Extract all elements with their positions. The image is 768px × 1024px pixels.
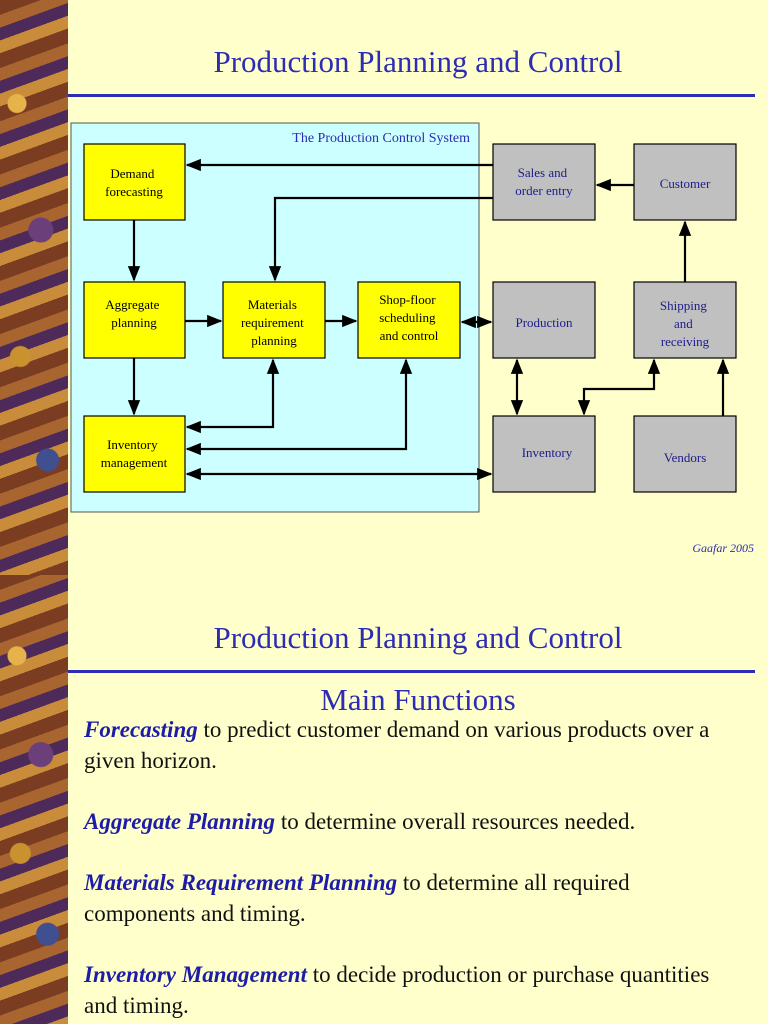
svg-text:Shop-floor scheduling: Shop-floor scheduling and control	[379, 292, 439, 343]
svg-text:Inventory management: Inventory management	[101, 437, 168, 470]
function-description: to determine all required components and…	[84, 870, 630, 926]
box-aggregate-line2: planning	[111, 315, 157, 330]
function-item-aggregate-planning: Aggregate Planning to determine overall …	[84, 806, 744, 837]
box-sales-line2: order entry	[515, 183, 573, 198]
box-production-label: Production	[515, 315, 573, 330]
box-mrp-line1: Materials	[248, 297, 297, 312]
box-materials-requirement-planning: Materials requirement planning	[222, 281, 326, 359]
function-description: to predict customer demand on various pr…	[84, 717, 710, 773]
box-shopfloor-line1: Shop-floor	[379, 292, 436, 307]
slide-main-functions: Production Planning and Control Main Fun…	[0, 575, 768, 1024]
function-description: to determine overall resources needed.	[275, 809, 636, 834]
svg-text:Demand forecasting: Demand forecasting	[105, 166, 163, 199]
box-demand-line1: Demand	[110, 166, 155, 181]
box-mrp-line2: requirement	[241, 315, 304, 330]
box-invmgmt-line1: Inventory	[107, 437, 158, 452]
function-item-forecasting: Forecasting to predict customer demand o…	[84, 714, 744, 776]
arrow-sales-to-mrp	[268, 196, 493, 282]
title-divider	[68, 670, 755, 673]
box-shipping-line3: receiving	[661, 334, 710, 349]
box-sales-line1: Sales and	[518, 165, 568, 180]
box-shipping-line2: and	[674, 316, 693, 331]
function-term: Forecasting	[84, 717, 198, 742]
slide-diagram: Production Planning and Control The Prod…	[0, 0, 755, 575]
svg-text:Sales and order entry: Sales and order entry	[515, 165, 573, 198]
box-customer-label: Customer	[660, 176, 711, 191]
function-item-mrp: Materials Requirement Planning to determ…	[84, 867, 744, 929]
box-invmgmt-line2: management	[101, 455, 168, 470]
box-customer: Customer	[633, 143, 737, 221]
box-demand-line2: forecasting	[105, 184, 163, 199]
slide-subtitle: Main Functions	[320, 682, 516, 717]
box-mrp-line3: planning	[251, 333, 297, 348]
box-shipping-receiving: Shipping and receiving	[633, 281, 737, 359]
box-vendors-label: Vendors	[664, 450, 707, 465]
box-shipping-line1: Shipping	[660, 298, 707, 313]
credit-text: Gaafar 2005	[692, 541, 754, 555]
decorative-gear-strip	[0, 0, 68, 575]
box-sales-order-entry: Sales and order entry	[492, 143, 596, 221]
box-inventory-management: Inventory management	[83, 415, 186, 493]
svg-text:Materials requirement: Materials requirement planning	[241, 297, 307, 348]
box-shopfloor-line3: and control	[380, 328, 439, 343]
svg-text:Shipping and r: Shipping and receiving	[660, 298, 710, 349]
box-aggregate-planning: Aggregate planning	[83, 281, 186, 359]
function-description: to decide production or purchase quantit…	[84, 962, 710, 1018]
arrow-invmgmt-shopfloor	[185, 358, 413, 456]
slide-title: Production Planning and Control	[213, 620, 623, 655]
decorative-gear-strip	[0, 575, 68, 1024]
box-inventory-label: Inventory	[522, 445, 573, 460]
svg-text:Aggregate planning: Aggregate planning	[105, 297, 162, 330]
box-production: Production	[492, 281, 596, 359]
arrow-inventory-shipping	[577, 358, 661, 416]
box-shopfloor-line2: scheduling	[379, 310, 436, 325]
box-vendors: Vendors	[633, 415, 737, 493]
title-divider	[68, 94, 755, 97]
system-label: The Production Control System	[292, 131, 470, 146]
function-term: Inventory Management	[84, 962, 307, 987]
box-demand-forecasting: Demand forecasting	[83, 143, 186, 221]
function-item-inventory-management: Inventory Management to decide productio…	[84, 959, 744, 1021]
function-term: Aggregate Planning	[84, 809, 276, 834]
box-aggregate-line1: Aggregate	[105, 297, 159, 312]
function-term: Materials Requirement Planning	[84, 870, 398, 895]
box-shop-floor-scheduling: Shop-floor scheduling and control	[357, 281, 461, 359]
production-control-diagram: The Production Control System Demand for…	[70, 122, 737, 513]
slide-title: Production Planning and Control	[213, 44, 623, 79]
box-inventory: Inventory	[492, 415, 596, 493]
